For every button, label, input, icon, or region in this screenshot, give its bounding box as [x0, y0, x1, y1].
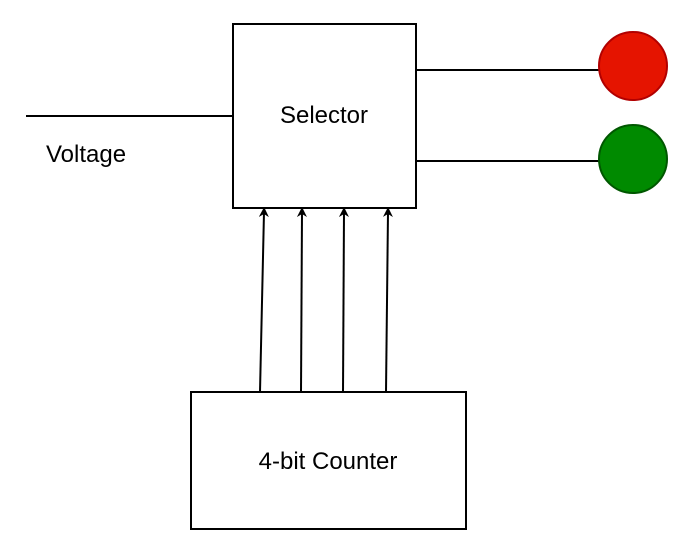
- counter-label: 4-bit Counter: [259, 448, 398, 475]
- selector-box: [232, 23, 417, 209]
- green-indicator-light: [598, 124, 668, 194]
- selector-block: Selector: [232, 23, 417, 209]
- counter-bit-arrow: [258, 207, 269, 393]
- counter-bit-arrow: [382, 207, 393, 393]
- selector-label: Selector: [280, 102, 368, 129]
- voltage-label: Voltage: [46, 141, 126, 168]
- counter-bit-arrow: [338, 207, 349, 393]
- counter-block: 4-bit Counter: [190, 391, 467, 530]
- counter-box: [190, 391, 467, 530]
- counter-bit-arrow: [296, 207, 307, 393]
- red-indicator-light: [598, 31, 668, 101]
